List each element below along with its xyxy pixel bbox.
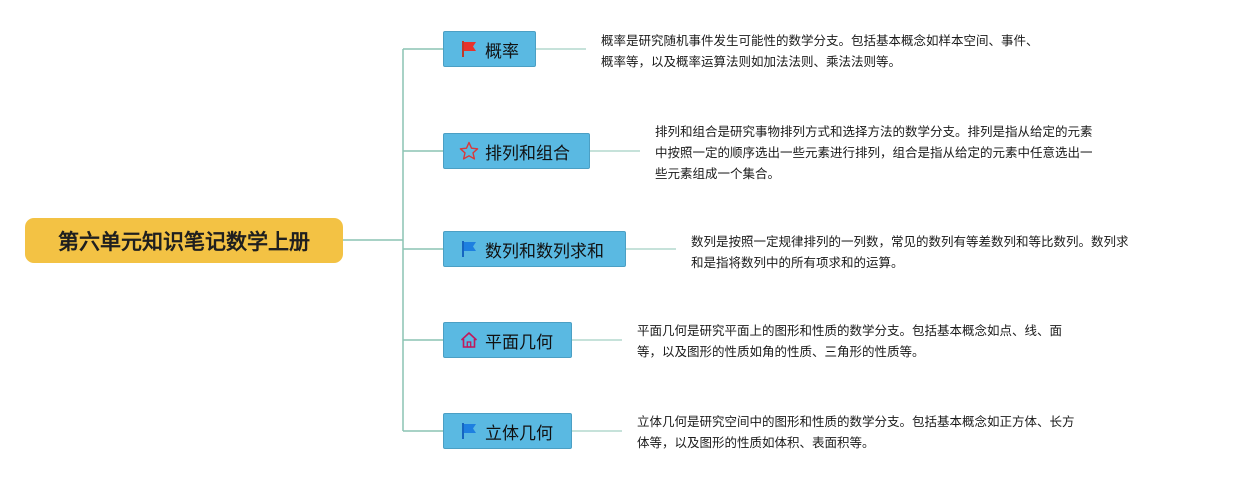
topic-label: 平面几何 (485, 332, 553, 353)
star-outline-icon (459, 141, 479, 161)
topic-plane-geometry[interactable]: 平面几何 (443, 322, 572, 358)
note-solid-geometry: 立体几何是研究空间中的图形和性质的数学分支。包括基本概念如正方体、长方 体等，以… (637, 414, 1075, 450)
topic-probability[interactable]: 概率 (443, 31, 536, 67)
house-icon (459, 330, 479, 350)
topic-label: 概率 (485, 41, 519, 62)
topic-label: 数列和数列求和 (485, 241, 604, 262)
topic-permutation-combination[interactable]: 排列和组合 (443, 133, 590, 169)
note-sequences-sums: 数列是按照一定规律排列的一列数，常见的数列有等差数列和等比数列。数列求 和是指将… (691, 234, 1129, 270)
topic-sequences-sums[interactable]: 数列和数列求和 (443, 231, 626, 267)
blue-flag-icon (459, 421, 479, 441)
topic-label: 立体几何 (485, 423, 553, 444)
red-flag-icon (459, 39, 479, 59)
root-topic[interactable]: 第六单元知识笔记数学上册 (25, 218, 343, 263)
root-title: 第六单元知识笔记数学上册 (58, 229, 310, 254)
note-permutation-combination: 排列和组合是研究事物排列方式和选择方法的数学分支。排列是指从给定的元素 中按照一… (655, 124, 1093, 181)
topic-label: 排列和组合 (485, 143, 570, 164)
topic-solid-geometry[interactable]: 立体几何 (443, 413, 572, 449)
blue-flag-icon (459, 239, 479, 259)
note-plane-geometry: 平面几何是研究平面上的图形和性质的数学分支。包括基本概念如点、线、面 等，以及图… (637, 323, 1063, 359)
note-probability: 概率是研究随机事件发生可能性的数学分支。包括基本概念如样本空间、事件、 概率等，… (601, 33, 1039, 69)
